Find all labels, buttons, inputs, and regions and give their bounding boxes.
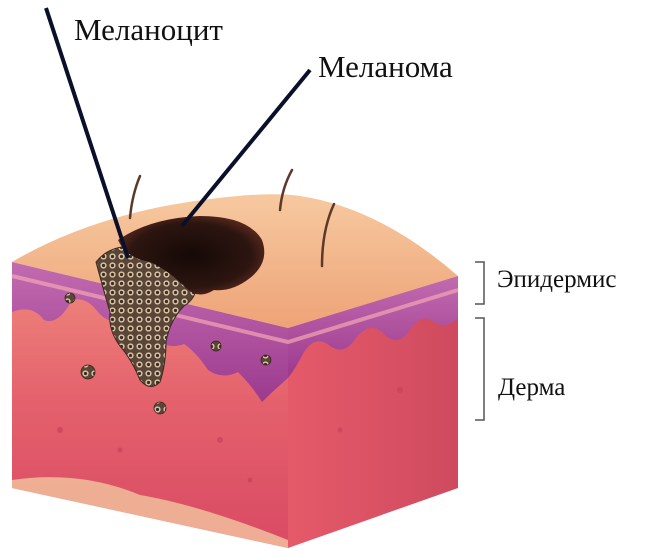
dermis-bracket: [475, 318, 484, 420]
melanocyte-label: Меланоцит: [74, 14, 223, 45]
epidermis-label: Эпидермис: [497, 267, 617, 292]
dermis-label: Дерма: [498, 375, 565, 400]
melanoma-label: Меланома: [318, 51, 453, 82]
epidermis-bracket: [475, 262, 484, 304]
